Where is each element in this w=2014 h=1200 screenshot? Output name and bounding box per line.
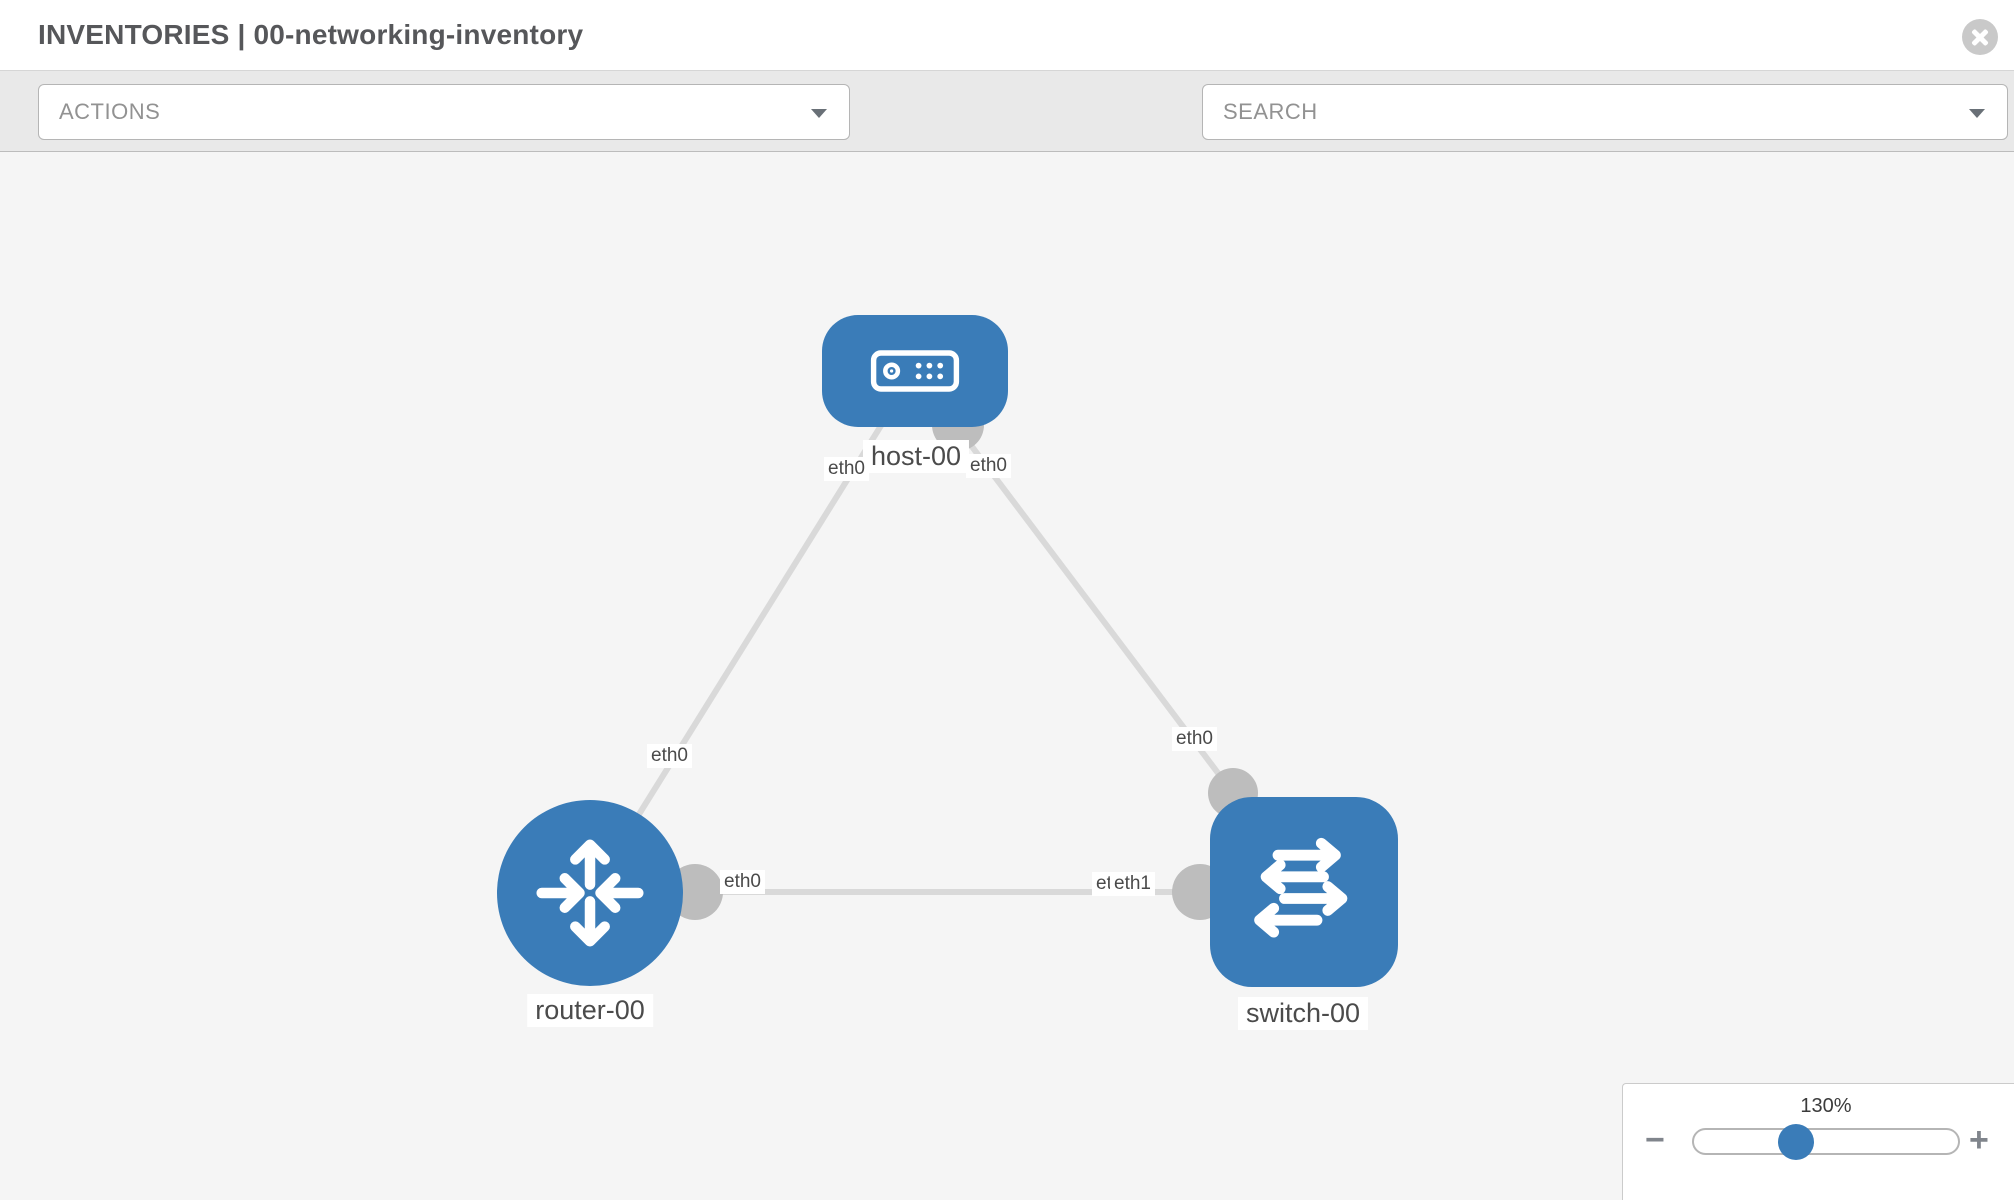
host-icon	[870, 350, 960, 392]
interface-label-host-eth0-left: eth0	[824, 457, 869, 481]
search-dropdown[interactable]: SEARCH	[1202, 84, 2008, 140]
minus-icon: −	[1645, 1121, 1665, 1159]
topology-canvas[interactable]: host-00 router-00 switch-00 eth0 eth0 et…	[0, 152, 2014, 1200]
actions-dropdown[interactable]: ACTIONS	[38, 84, 850, 140]
caret-down-icon	[811, 109, 827, 118]
links-layer	[587, 369, 1303, 920]
plus-icon: +	[1969, 1121, 1989, 1159]
node-router-00[interactable]	[497, 800, 683, 986]
interface-label-switch-eth1-left: eth1	[1110, 872, 1155, 896]
interface-label-switch-eth0-top: eth0	[1172, 727, 1217, 751]
node-switch-00[interactable]	[1210, 797, 1398, 987]
caret-down-icon	[1969, 109, 1985, 118]
node-label-host: host-00	[862, 440, 970, 473]
zoom-level: 130%	[1800, 1095, 1852, 1117]
node-label-router: router-00	[527, 994, 653, 1027]
router-icon	[536, 839, 644, 947]
node-label-switch: switch-00	[1237, 997, 1369, 1030]
toolbar: ACTIONS SEARCH	[0, 70, 2014, 209]
zoom-out-button[interactable]: −	[1645, 1120, 1665, 1160]
zoom-slider-track[interactable]	[1692, 1128, 1960, 1155]
page-title: INVENTORIES | 00-networking-inventory	[38, 19, 584, 50]
close-button[interactable]	[1962, 19, 1998, 55]
interface-label-router-eth0-right: eth0	[720, 870, 765, 894]
interface-label-host-eth0-right: eth0	[966, 454, 1011, 478]
switch-icon	[1254, 837, 1348, 938]
header: INVENTORIES | 00-networking-inventory	[0, 0, 2014, 70]
zoom-in-button[interactable]: +	[1969, 1120, 1989, 1160]
zoom-slider-thumb[interactable]	[1778, 1124, 1814, 1160]
search-dropdown-label: SEARCH	[1223, 99, 1318, 124]
node-host-00[interactable]	[822, 315, 1008, 427]
interface-label-router-eth0-top: eth0	[647, 744, 692, 768]
actions-dropdown-label: ACTIONS	[59, 99, 161, 124]
zoom-panel: 130% − +	[1622, 1083, 2014, 1200]
